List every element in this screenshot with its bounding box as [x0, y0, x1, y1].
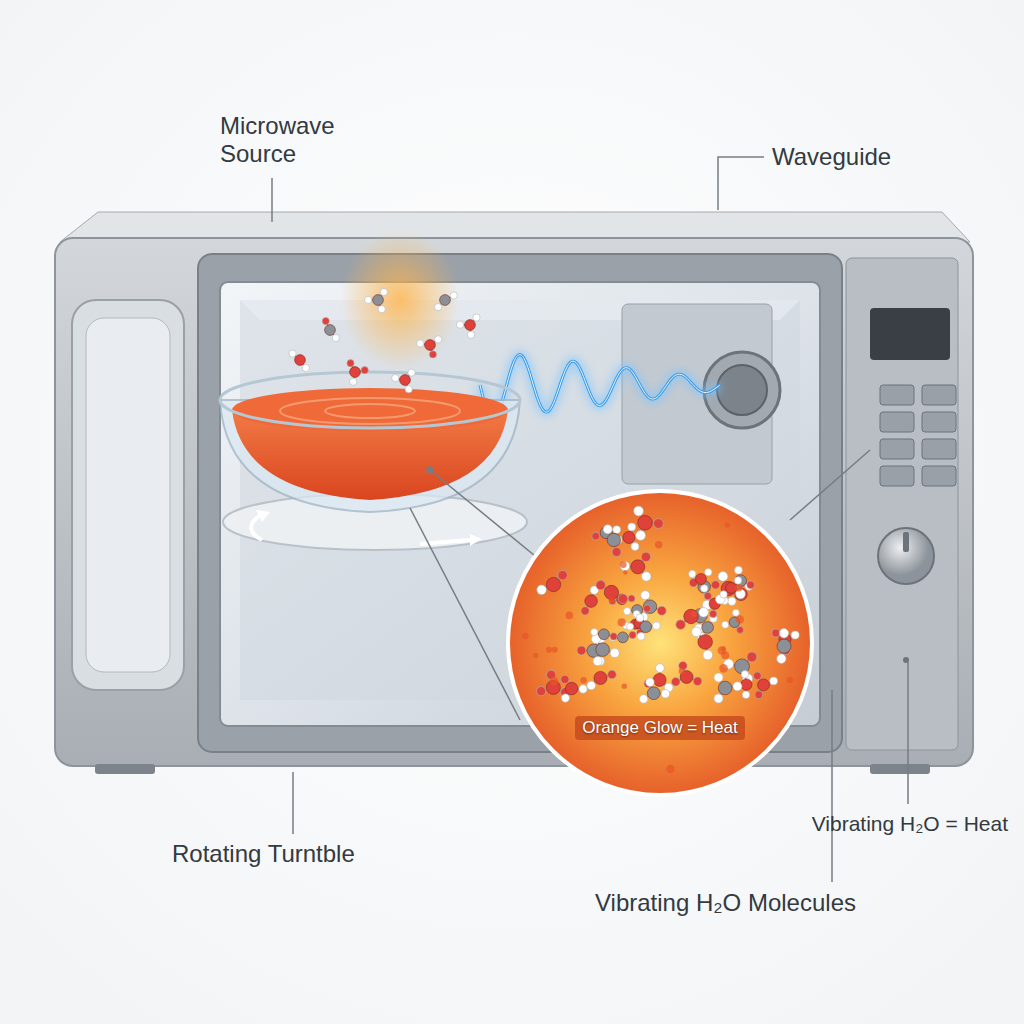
molecule — [417, 336, 442, 358]
molecule-cluster — [522, 506, 799, 773]
molecule — [609, 631, 636, 642]
molecule — [434, 292, 457, 311]
circle-fill — [508, 491, 812, 795]
molecule — [689, 569, 712, 593]
molecule — [620, 552, 651, 581]
molecule — [289, 350, 310, 372]
molecule — [639, 678, 669, 703]
circle-caption: Orange Glow = Heat — [575, 716, 744, 740]
molecule — [322, 317, 339, 341]
molecule — [603, 525, 621, 557]
molecule — [587, 670, 616, 690]
part-label: Rotating Turntble — [172, 840, 355, 868]
molecule — [753, 672, 777, 699]
molecule — [392, 369, 415, 393]
molecule — [691, 627, 712, 660]
part-label: Vibrating H₂O = Heat — [812, 812, 1008, 837]
molecule — [644, 664, 673, 692]
molecule — [591, 628, 618, 640]
leader-lines — [272, 157, 908, 882]
control-panel — [846, 258, 958, 750]
magnified-circle: Orange Glow = Heat — [505, 488, 815, 798]
molecule — [581, 586, 599, 615]
text-holder: Orange Glow = Heat — [505, 716, 815, 740]
molecule — [596, 580, 628, 603]
steam-molecules — [289, 288, 480, 392]
molecule — [716, 572, 746, 604]
molecule — [714, 673, 742, 703]
circle-outline — [505, 488, 815, 798]
molecule — [347, 360, 368, 386]
molecule — [777, 629, 791, 664]
molecule — [636, 614, 660, 640]
molecule — [365, 288, 388, 312]
part-label: Vibrating H₂O Molecules — [595, 889, 856, 917]
soup-bowl — [220, 230, 520, 512]
molecule — [741, 671, 752, 699]
molecule — [634, 506, 664, 540]
molecule — [627, 610, 652, 631]
molecule — [720, 577, 742, 598]
molecule — [561, 675, 588, 702]
molecule — [536, 670, 569, 697]
part-label: Waveguide — [772, 143, 891, 171]
molecule — [722, 609, 744, 633]
molecule — [457, 314, 481, 339]
molecule — [676, 607, 709, 629]
part-label: Microwave Source — [220, 112, 360, 169]
molecule — [671, 661, 701, 686]
molecule — [772, 629, 799, 654]
molecule — [537, 570, 568, 594]
